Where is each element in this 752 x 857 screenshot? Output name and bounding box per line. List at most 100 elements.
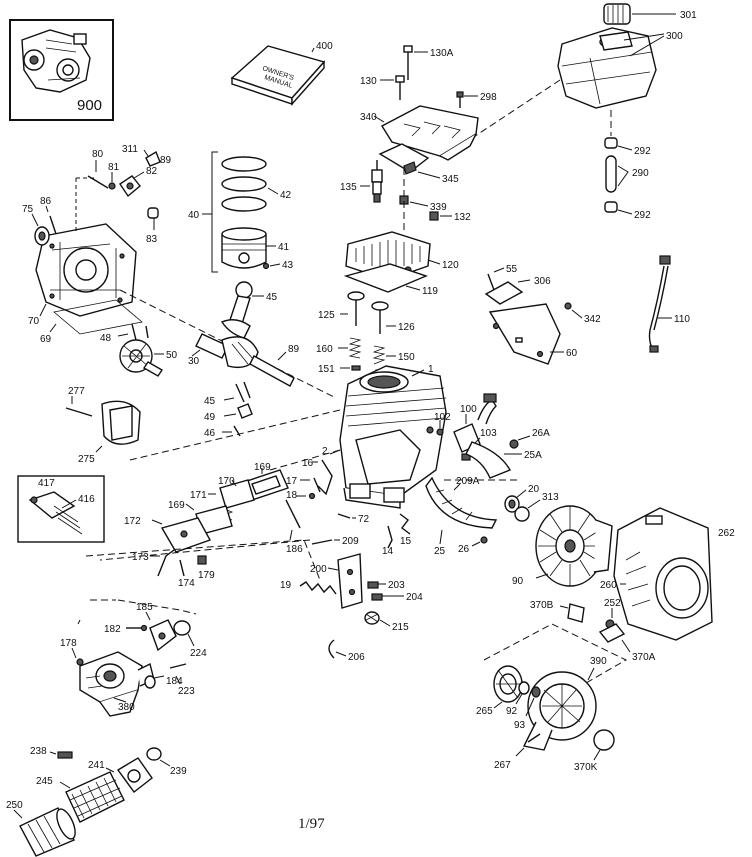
callout-179: 179: [198, 570, 215, 581]
page-code: 1/97: [298, 816, 325, 832]
callout-151: 151: [318, 364, 335, 375]
callout-120: 120: [442, 260, 459, 271]
callout-380: 380: [118, 702, 135, 713]
callout-45a: 45: [266, 292, 278, 303]
lock-49: [237, 403, 253, 419]
callout-72: 72: [358, 514, 370, 525]
air-cleaner-cover-250: [19, 807, 76, 857]
screw-209: [311, 539, 333, 545]
callout-30: 30: [188, 356, 200, 367]
gasket-184: [144, 675, 156, 689]
callout-340: 340: [360, 112, 377, 123]
spark-plug-135: [371, 160, 383, 203]
starter-cup-265: [493, 665, 523, 703]
callout-290: 290: [632, 168, 649, 179]
spring-15: [399, 513, 411, 535]
callout-110: 110: [674, 314, 690, 325]
callout-103: 103: [480, 428, 497, 439]
callout-92: 92: [506, 706, 518, 717]
bracket-306: [484, 281, 524, 305]
callout-342: 342: [584, 314, 601, 325]
callout-41: 41: [278, 242, 290, 253]
screw-204: [371, 593, 383, 601]
callout-186: 186: [286, 544, 303, 555]
callout-416: 416: [78, 494, 95, 505]
callout-70: 70: [28, 316, 40, 327]
callout-370A: 370A: [632, 652, 656, 663]
fuel-tank-300: [557, 27, 657, 109]
valve-spring-150: [372, 345, 386, 365]
callout-93: 93: [514, 720, 526, 731]
callout-206: 206: [348, 652, 365, 663]
lever-16: [317, 459, 333, 496]
valve-125: [347, 291, 365, 326]
callout-45b: 45: [204, 396, 216, 407]
callout-49: 49: [204, 412, 216, 423]
governor-spool-311: [145, 150, 161, 167]
callout-209: 209: [342, 536, 359, 547]
callout-174: 174: [178, 578, 195, 589]
callout-262: 262: [718, 528, 735, 539]
callout-119: 119: [422, 286, 438, 297]
shield-345: [378, 143, 430, 175]
screw-102: [436, 428, 444, 436]
gasket-224: [173, 620, 191, 636]
callout-86: 86: [40, 196, 52, 207]
callout-135: 135: [340, 182, 357, 193]
callout-238: 238: [30, 746, 47, 757]
callout-275: 275: [78, 454, 95, 465]
callout-260: 260: [600, 580, 617, 591]
callout-160: 160: [316, 344, 333, 355]
screw-223: [169, 663, 187, 669]
callout-130: 130: [360, 76, 377, 87]
callout-224: 224: [190, 648, 207, 659]
callout-100: 100: [460, 404, 477, 415]
callout-69: 69: [40, 334, 52, 345]
fuel-line-290: [604, 110, 618, 213]
callout-311: 311: [122, 144, 138, 155]
bolt-130A: [403, 45, 413, 80]
washer-370K: [593, 729, 615, 751]
callout-82: 82: [146, 166, 158, 177]
callout-15: 15: [400, 536, 412, 547]
callout-1: 1: [428, 364, 434, 375]
callout-173: 173: [132, 552, 149, 563]
bolt-130: [395, 75, 405, 100]
fuel-cap-301: [603, 3, 631, 25]
spring-173: [157, 549, 175, 577]
callout-239: 239: [170, 766, 187, 777]
piston-41: [221, 227, 267, 269]
callout-16: 16: [302, 458, 314, 469]
screw-86: [49, 215, 57, 235]
callout-26: 26: [458, 544, 470, 555]
piston-rings-42: [221, 156, 267, 212]
callout-14: 14: [382, 546, 394, 557]
callout-25: 25: [434, 546, 446, 557]
callout-25A: 25A: [524, 450, 542, 461]
label-370A: [598, 623, 626, 643]
callout-417: 417: [38, 478, 55, 489]
crankcase-cover-70: [35, 223, 137, 317]
breather-cover-275: [101, 400, 141, 445]
intake-pipe-170: [219, 479, 255, 509]
carburetor-380: [79, 651, 155, 717]
shield-60: [488, 303, 561, 365]
callout-300: 300: [666, 31, 683, 42]
callout-252: 252: [604, 598, 621, 609]
callout-126: 126: [398, 322, 415, 333]
callout-89b: 89: [288, 344, 300, 355]
valve-126: [371, 301, 389, 334]
gasket-169a: [243, 469, 289, 501]
screw-26: [480, 536, 488, 544]
callout-339: 339: [430, 202, 447, 213]
callout-178: 178: [60, 638, 77, 649]
cylinder-block-1: [339, 365, 447, 509]
callout-265: 265: [476, 706, 493, 717]
callout-204: 204: [406, 592, 423, 603]
nut-18: [308, 492, 316, 500]
filter-245: [65, 771, 125, 823]
callout-277: 277: [68, 386, 85, 397]
callout-370B: 370B: [530, 600, 554, 611]
callout-80: 80: [92, 149, 104, 160]
